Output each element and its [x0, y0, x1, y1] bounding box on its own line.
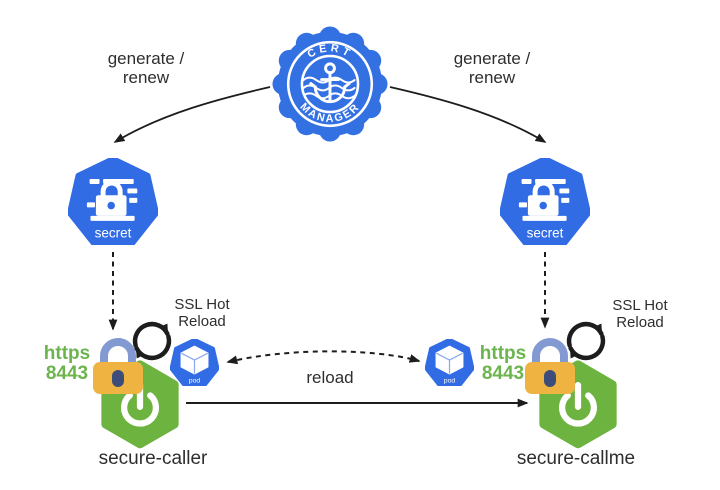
- ssl-hot-reload-label-left: SSL Hot Reload: [174, 296, 230, 330]
- pod-label: pod: [189, 378, 201, 385]
- anchor-icon: [309, 62, 351, 104]
- sync-arrows-icon-left: [132, 321, 172, 361]
- secret-lock-glyph: [518, 179, 570, 221]
- padlock-icon-right: [525, 338, 575, 394]
- sync-arrows-icon-right: [566, 321, 606, 361]
- padlock-keyhole: [112, 370, 124, 387]
- pod-icon-left: pod: [170, 339, 219, 386]
- padlock-icon-left: [93, 338, 143, 394]
- https-port-label-right: https 8443: [474, 344, 532, 384]
- secret-label: secret: [527, 226, 564, 241]
- padlock-keyhole: [544, 370, 556, 387]
- pod-reload-arrow: [226, 350, 421, 365]
- secret-label: secret: [95, 226, 132, 241]
- port: 8443: [45, 363, 89, 384]
- port: 8443: [481, 363, 525, 384]
- service-name-right: secure-callme: [516, 448, 636, 469]
- generate-renew-arrow-left: [113, 86, 271, 143]
- secret-lock-glyph: [86, 179, 138, 221]
- power-icon: [559, 381, 597, 427]
- service-name-left: secure-caller: [98, 448, 208, 469]
- reload-label: reload: [306, 368, 354, 387]
- generate-renew-label-right: generate / renew: [453, 49, 531, 87]
- generate-renew-arrow-right: [389, 86, 547, 143]
- padlock-shackle: [100, 338, 136, 364]
- padlock-shackle: [532, 338, 568, 364]
- cube-icon: [435, 345, 464, 375]
- protocol: https: [479, 343, 527, 364]
- ssl-hot-reload-label-right: SSL Hot Reload: [612, 297, 668, 331]
- generate-renew-label-left: generate / renew: [107, 49, 185, 87]
- pod-icon-right: pod: [425, 339, 474, 386]
- cert-manager-badge: CERT MANAGER: [272, 26, 388, 142]
- pod-label: pod: [444, 378, 456, 385]
- cube-icon: [180, 345, 209, 375]
- https-port-label-left: https 8443: [38, 344, 96, 384]
- protocol: https: [43, 343, 91, 364]
- secret-icon-right: secret: [500, 158, 590, 245]
- secret-icon-left: secret: [68, 158, 158, 245]
